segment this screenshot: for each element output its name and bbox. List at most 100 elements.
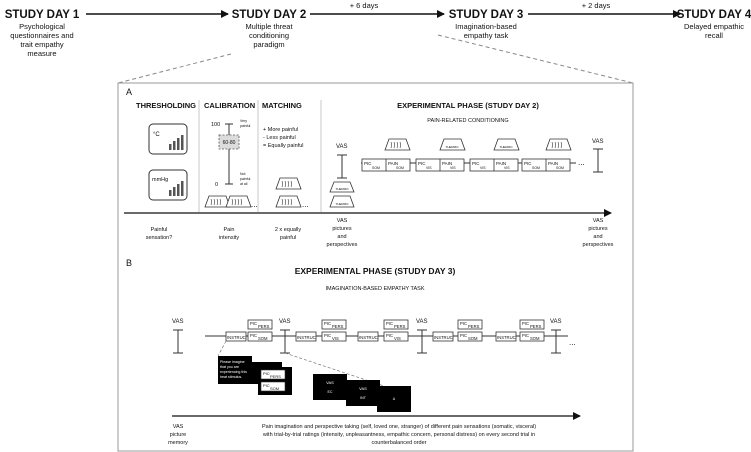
trial-a-2: THERMO PIC VIS PAIN VIS bbox=[415, 138, 466, 172]
scale-bottom: 0 bbox=[215, 182, 218, 188]
screen-text-4: heat stimulus. bbox=[220, 375, 242, 379]
vas-pre-label: VAS bbox=[336, 144, 348, 150]
description-line-3: counterbalanced order bbox=[371, 440, 426, 446]
trial-a-3-thermode-label: THERMO bbox=[500, 145, 514, 149]
trial-b-2-type: VIS bbox=[332, 336, 339, 341]
panel-b-letter: B bbox=[126, 258, 132, 268]
bottom-left-line-3: memory bbox=[168, 440, 188, 446]
vas-pre-scale bbox=[337, 154, 347, 179]
trial-b-3-pic-bottom: PIC bbox=[386, 333, 393, 338]
axis-label-1-line-2: sensation? bbox=[146, 235, 173, 241]
trial-a-1: PIC SOM PAIN SOM bbox=[361, 138, 411, 172]
calibration-scale: 100 0 60-80 Very painful Not painful at … bbox=[211, 119, 251, 188]
section-experimental-day2: EXPERIMENTAL PHASE (STUDY DAY 2) bbox=[397, 101, 539, 110]
axis-label-4-line-2: pictures bbox=[332, 226, 352, 232]
vas-b-mid-2-scale bbox=[417, 329, 427, 354]
vas-b-mid-1-scale bbox=[280, 329, 290, 354]
axis-label-4-line-1: VAS bbox=[337, 218, 348, 224]
bottom-left-line-1: VAS bbox=[173, 424, 184, 430]
panel-b: B EXPERIMENTAL PHASE (STUDY DAY 3) IMAGI… bbox=[126, 258, 581, 446]
trial-a-3: THERMO PIC VIS PAIN VIS bbox=[469, 138, 520, 172]
day-1-line-1: Psychological bbox=[19, 22, 65, 31]
section-matching: MATCHING bbox=[262, 101, 302, 110]
scale-top: 100 bbox=[211, 122, 220, 128]
trial-b-2-pic-top: PIC bbox=[324, 321, 331, 326]
axis-label-2-line-1: Pain bbox=[223, 227, 234, 233]
trial-b-1-type: SOM bbox=[258, 336, 268, 341]
trial-a-3-top: PIC bbox=[472, 161, 480, 166]
screen-som: SOM bbox=[270, 386, 279, 391]
trial-b-5-type: SOM bbox=[530, 336, 540, 341]
panel-b-subtitle: IMAGINATION-BASED EMPATHY TASK bbox=[325, 286, 424, 292]
vas-post-scale bbox=[593, 148, 603, 173]
trial-a-2-bottom: PAIN bbox=[442, 161, 452, 166]
trial-a-1-top-sub: SOM bbox=[372, 166, 380, 170]
trial-b-4-instruc: INSTRUC bbox=[434, 335, 453, 340]
thermode-device: °C bbox=[148, 123, 188, 155]
axis-label-5-line-1: VAS bbox=[593, 218, 604, 224]
trial-b-3-pers: PERS bbox=[394, 324, 406, 329]
zoom-line-left bbox=[117, 53, 232, 84]
trial-b-2-instruc: INSTRUC bbox=[297, 335, 316, 340]
pain-conditioning-subtitle: PAIN-RELATED CONDITIONING bbox=[427, 118, 508, 124]
axis-label-4-line-3: and bbox=[337, 234, 346, 240]
axis-label-3-line-2: painful bbox=[280, 235, 296, 241]
screen-pers: PERS bbox=[270, 374, 281, 379]
trial-b-3-type: VIS bbox=[394, 336, 401, 341]
timeline: + 6 days + 2 days STUDY DAY 1 Psychologi… bbox=[5, 1, 751, 84]
vas-b-mid-2-label: VAS bbox=[416, 319, 428, 325]
trial-b-1-instruc: INSTRUC bbox=[227, 335, 246, 340]
matching-option-1: + More painful bbox=[263, 127, 298, 133]
vas-b-end-label: VAS bbox=[550, 319, 562, 325]
day-2-title: STUDY DAY 2 bbox=[232, 9, 307, 21]
trial-b-4-pic-top: PIC bbox=[460, 321, 467, 326]
trial-b-4-type: SOM bbox=[468, 336, 478, 341]
screen-pic-top: PIC bbox=[263, 371, 270, 376]
pressure-device: mmHg bbox=[148, 169, 188, 201]
axis-label-5-line-2: pictures bbox=[588, 226, 608, 232]
screen-vas-ec-label: VAS bbox=[326, 380, 334, 385]
axis-label-2-line-2: intensity bbox=[219, 235, 239, 241]
trial-b-5-pers: PERS bbox=[530, 324, 542, 329]
trial-b-4: INSTRUC PIC PERS PIC SOM bbox=[432, 319, 483, 342]
matching-thermode-2 bbox=[275, 195, 302, 208]
day-4-line-1: Delayed empathic bbox=[684, 22, 744, 31]
day-1-line-4: measure bbox=[27, 49, 56, 58]
trial-b-1-pers: PERS bbox=[258, 324, 270, 329]
trial-a-2-bottom-sub: VIS bbox=[450, 166, 456, 170]
trial-a-2-top: PIC bbox=[418, 161, 426, 166]
matching-option-3: = Equally painful bbox=[263, 143, 304, 149]
day-1-line-2: questionnaires and bbox=[10, 31, 73, 40]
trial-b-1-pic-top: PIC bbox=[250, 321, 257, 326]
trial-b-3-instruc: INSTRUC bbox=[359, 335, 378, 340]
matching-thermode-1 bbox=[275, 177, 302, 190]
trial-b-4-pic-bottom: PIC bbox=[460, 333, 467, 338]
vas-b-start-label: VAS bbox=[172, 319, 184, 325]
axis-label-5-line-4: perspectives bbox=[583, 242, 614, 248]
trial-b-4-pers: PERS bbox=[468, 324, 480, 329]
calibration-thermode-1 bbox=[204, 195, 231, 208]
trial-a-4-bottom: PAIN bbox=[548, 161, 558, 166]
screen-vas-int bbox=[346, 380, 380, 406]
trial-a-3-top-sub: VIS bbox=[480, 166, 486, 170]
day-4-line-2: recall bbox=[705, 31, 723, 40]
trial-a-2-thermode-label: THERMO bbox=[446, 145, 460, 149]
trial-a-3-bottom-sub: VIS bbox=[504, 166, 510, 170]
screen-vas-ec-sub: EC bbox=[328, 390, 333, 394]
description-line-2: with trial-by-trial ratings (intensity, … bbox=[262, 432, 535, 438]
trial-b-3-pic-top: PIC bbox=[386, 321, 393, 326]
trials-a-ellipsis: ... bbox=[578, 158, 585, 167]
calibration-thermode-2 bbox=[225, 195, 252, 208]
axis-label-3-line-1: 2 x equally bbox=[275, 227, 302, 233]
trial-a-4-top-sub: SOM bbox=[532, 166, 540, 170]
trial-a-3-bottom: PAIN bbox=[496, 161, 506, 166]
screen-vas-int-label: VAS bbox=[359, 386, 367, 391]
gap-label-2: + 2 days bbox=[582, 1, 611, 10]
vas-post-label: VAS bbox=[592, 139, 604, 145]
trial-a-2-top-sub: VIS bbox=[426, 166, 432, 170]
pressure-unit: mmHg bbox=[152, 177, 168, 183]
calibration-range-box bbox=[218, 134, 240, 150]
section-thresholding: THRESHOLDING bbox=[136, 101, 196, 110]
day-1-title: STUDY DAY 1 bbox=[5, 9, 80, 21]
